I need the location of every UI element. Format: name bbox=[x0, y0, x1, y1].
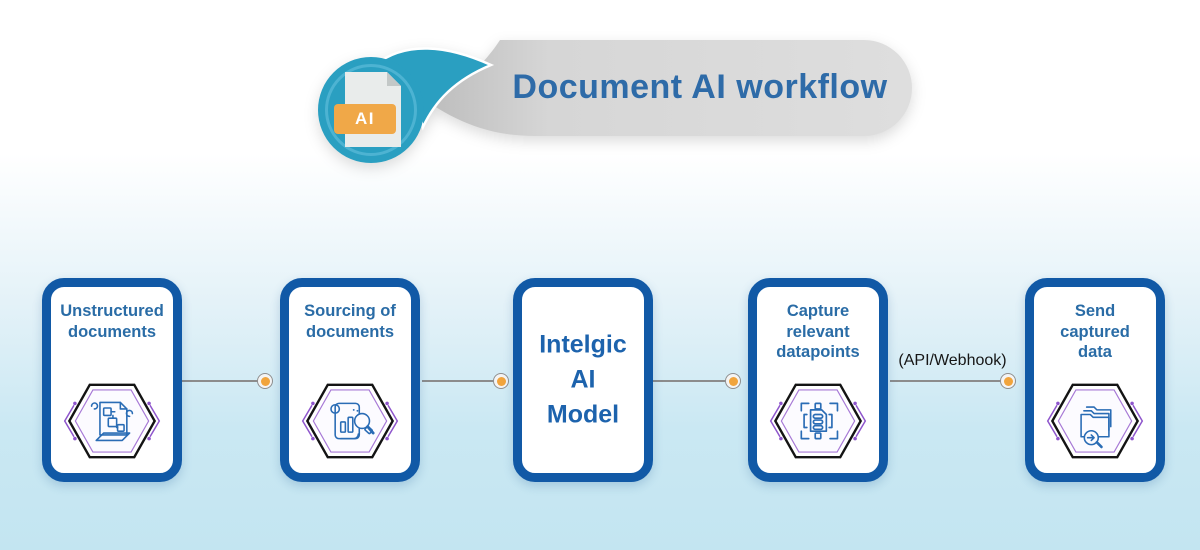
capture-datapoints-icon bbox=[769, 383, 867, 459]
connector-dot-2 bbox=[493, 373, 509, 389]
connector-line-2 bbox=[422, 380, 494, 382]
header-bubble bbox=[318, 40, 912, 163]
step-label: Intelgic AI Model bbox=[539, 330, 627, 429]
ai-badge-label: AI bbox=[355, 108, 375, 128]
connector-dot-3 bbox=[725, 373, 741, 389]
page-title: Document AI workflow bbox=[512, 68, 888, 106]
connector-line-1 bbox=[182, 380, 258, 382]
speech-bubble-shape bbox=[428, 40, 912, 136]
ai-document-icon bbox=[334, 72, 401, 147]
step-card-send-captured-data: Send captured data bbox=[1025, 278, 1165, 482]
connector-dot-4 bbox=[1000, 373, 1016, 389]
step-label: Capture relevant datapoints bbox=[776, 302, 860, 362]
send-captured-data-icon bbox=[1046, 383, 1144, 459]
step-label: Unstructured documents bbox=[60, 302, 164, 341]
step-label: Send captured data bbox=[1060, 302, 1130, 362]
api-webhook-label: (API/Webhook) bbox=[898, 352, 1007, 369]
connector-dot-1 bbox=[257, 373, 273, 389]
step-card-sourcing-documents: Sourcing of documents bbox=[280, 278, 420, 482]
sourcing-documents-icon bbox=[301, 383, 399, 459]
step-card-unstructured-documents: Unstructured documents bbox=[42, 278, 182, 482]
step-card-intelgic-ai-model: Intelgic AI Model bbox=[513, 278, 653, 482]
connector-line-4 bbox=[890, 380, 1001, 382]
step-card-capture-datapoints: Capture relevant datapoints bbox=[748, 278, 888, 482]
connector-line-3 bbox=[653, 380, 726, 382]
unstructured-documents-icon bbox=[63, 383, 161, 459]
step-label: Sourcing of documents bbox=[304, 302, 396, 341]
